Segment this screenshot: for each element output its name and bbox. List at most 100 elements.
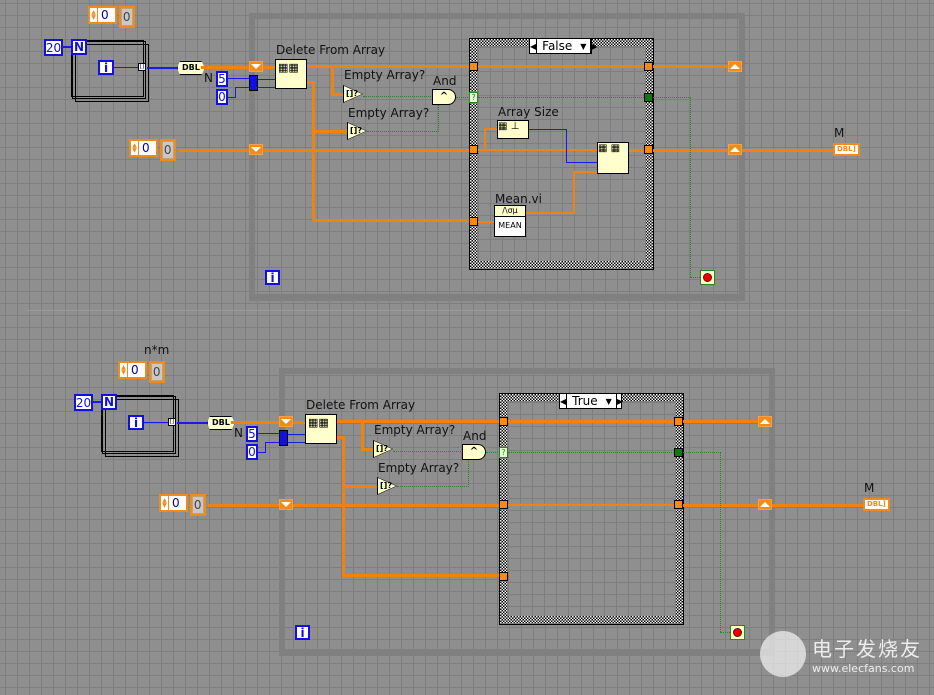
case-selector-terminal: ? [469, 92, 478, 103]
and-label: And [433, 74, 457, 88]
empty-array-label-1: Empty Array? [344, 68, 426, 82]
while-loop[interactable] [279, 368, 775, 656]
case-tunnel [469, 145, 478, 154]
delete-from-array-label: Delete From Array [306, 398, 416, 412]
shift-register-left-2[interactable] [249, 144, 263, 155]
numeric-indicator: 0 [189, 494, 206, 516]
for-loop-count-terminal: N [101, 394, 117, 410]
block-diagram-top: ▲▼0 0 20 N i [] DBL ▲▼0 0 N 5 0 Delete F… [0, 0, 934, 340]
decrement-case-arrow[interactable]: ◀ [560, 394, 568, 408]
increment-case-arrow[interactable]: ▶ [590, 39, 598, 53]
output-array-indicator: DBL] [863, 498, 890, 511]
empty-array-label-1: Empty Array? [374, 423, 456, 437]
loop-count-constant[interactable]: 20 [74, 394, 93, 411]
case-selector[interactable]: ◀ True▼ ▶ [559, 393, 623, 409]
shift-register-right-2[interactable] [758, 499, 772, 510]
while-loop[interactable] [249, 13, 745, 301]
and-function[interactable]: ^ [432, 89, 456, 105]
case-tunnel [469, 62, 478, 71]
shift-register-left-1[interactable] [279, 416, 293, 427]
mean-vi-function[interactable]: /\σμ MEAN [494, 205, 526, 237]
output-label: M [864, 481, 875, 495]
case-tunnel [644, 145, 653, 154]
case-selector-terminal: ? [499, 447, 508, 458]
chevron-down-icon: ▼ [605, 396, 612, 406]
lower-panel-region [27, 310, 911, 691]
nm-control[interactable]: ▲▼0 0 [88, 6, 135, 28]
numeric-indicator: 0 [118, 6, 135, 28]
case-tunnel [469, 217, 478, 226]
while-loop-iteration-terminal: i [265, 270, 280, 285]
shift-register-left-1[interactable] [249, 61, 263, 72]
case-output-tunnel-boolean [674, 448, 683, 457]
numeric-control[interactable]: ▲▼0 [159, 494, 188, 512]
case-tunnel [674, 500, 683, 509]
auto-index-tunnel: [] [138, 63, 146, 71]
increment-decrement-icon[interactable]: ▲▼ [90, 8, 98, 22]
empty-array-label-2: Empty Array? [378, 461, 460, 475]
output-label: M [834, 126, 845, 140]
n-label: N [234, 426, 243, 440]
watermark: 电子发烧友 www.elecfans.com [760, 631, 922, 677]
shift-register-left-2[interactable] [279, 499, 293, 510]
index-constant[interactable]: 0 [216, 89, 228, 105]
empty-array-label-2: Empty Array? [348, 106, 430, 120]
length-constant[interactable]: 5 [216, 71, 228, 87]
empty-array-function-1[interactable]: []? [343, 85, 363, 103]
numeric-control[interactable]: ▲▼0 [129, 139, 158, 157]
auto-index-tunnel: [] [168, 418, 176, 426]
numeric-indicator: 0 [159, 139, 176, 161]
delete-from-array-function[interactable]: ▦▦ [305, 414, 337, 444]
while-loop-iteration-terminal: i [295, 625, 310, 640]
chevron-down-icon: ▼ [580, 41, 587, 51]
block-diagram-bottom: n*m ▲▼0 0 20 N i [] DBL ▲▼0 0 N 5 0 Dele… [30, 344, 934, 695]
loop-condition-stop-if-true[interactable] [730, 625, 745, 640]
empty-array-function-1[interactable]: []? [373, 440, 393, 458]
and-function[interactable]: ^ [462, 444, 486, 460]
output-array-indicator: DBL] [833, 143, 860, 156]
numeric-control[interactable]: ▲▼0 [118, 361, 147, 379]
case-tunnel [674, 417, 683, 426]
loop-tunnel-integer [249, 75, 258, 91]
case-structure[interactable] [499, 393, 684, 625]
second-numeric-control[interactable]: ▲▼0 0 [129, 139, 176, 161]
index-constant[interactable]: 0 [246, 444, 258, 460]
increment-case-arrow[interactable]: ▶ [615, 394, 623, 408]
numeric-control[interactable]: ▲▼0 [88, 6, 117, 24]
nm-label: n*m [144, 343, 170, 357]
array-size-function[interactable]: ▦ ⊥ [497, 120, 529, 139]
delete-from-array-label: Delete From Array [276, 43, 386, 57]
increment-decrement-icon[interactable]: ▲▼ [161, 496, 169, 510]
loop-count-constant[interactable]: 20 [44, 39, 63, 56]
case-tunnel [499, 500, 508, 509]
case-tunnel [499, 417, 508, 426]
for-loop-index-terminal: i [98, 60, 114, 75]
nm-control[interactable]: ▲▼0 0 [118, 361, 165, 383]
array-size-label: Array Size [498, 105, 559, 119]
case-output-tunnel-boolean [644, 93, 653, 102]
for-loop[interactable] [105, 399, 179, 457]
numeric-indicator: 0 [148, 361, 165, 383]
for-loop-count-terminal: N [71, 39, 87, 55]
delete-from-array-function[interactable]: ▦▦ [275, 59, 307, 89]
loop-tunnel-integer [279, 430, 288, 446]
decrement-case-arrow[interactable]: ◀ [530, 39, 538, 53]
replace-array-subset-function[interactable]: ▦ ▦ [597, 142, 629, 174]
for-loop[interactable] [75, 44, 149, 102]
shift-register-right-2[interactable] [728, 144, 742, 155]
increment-decrement-icon[interactable]: ▲▼ [131, 141, 139, 155]
case-selector[interactable]: ◀ False▼ ▶ [529, 38, 598, 54]
for-loop-index-terminal: i [128, 415, 144, 430]
mean-vi-label: Mean.vi [495, 192, 542, 206]
loop-condition-stop-if-true[interactable] [700, 270, 715, 285]
empty-array-function-2[interactable]: []? [347, 122, 367, 140]
shift-register-right-1[interactable] [728, 61, 742, 72]
case-tunnel [499, 572, 508, 581]
length-constant[interactable]: 5 [246, 426, 258, 442]
empty-array-function-2[interactable]: []? [377, 477, 397, 495]
and-label: And [463, 429, 487, 443]
elecfans-logo-icon [760, 631, 806, 677]
shift-register-right-1[interactable] [758, 416, 772, 427]
second-numeric-control[interactable]: ▲▼0 0 [159, 494, 206, 516]
increment-decrement-icon[interactable]: ▲▼ [120, 363, 128, 377]
